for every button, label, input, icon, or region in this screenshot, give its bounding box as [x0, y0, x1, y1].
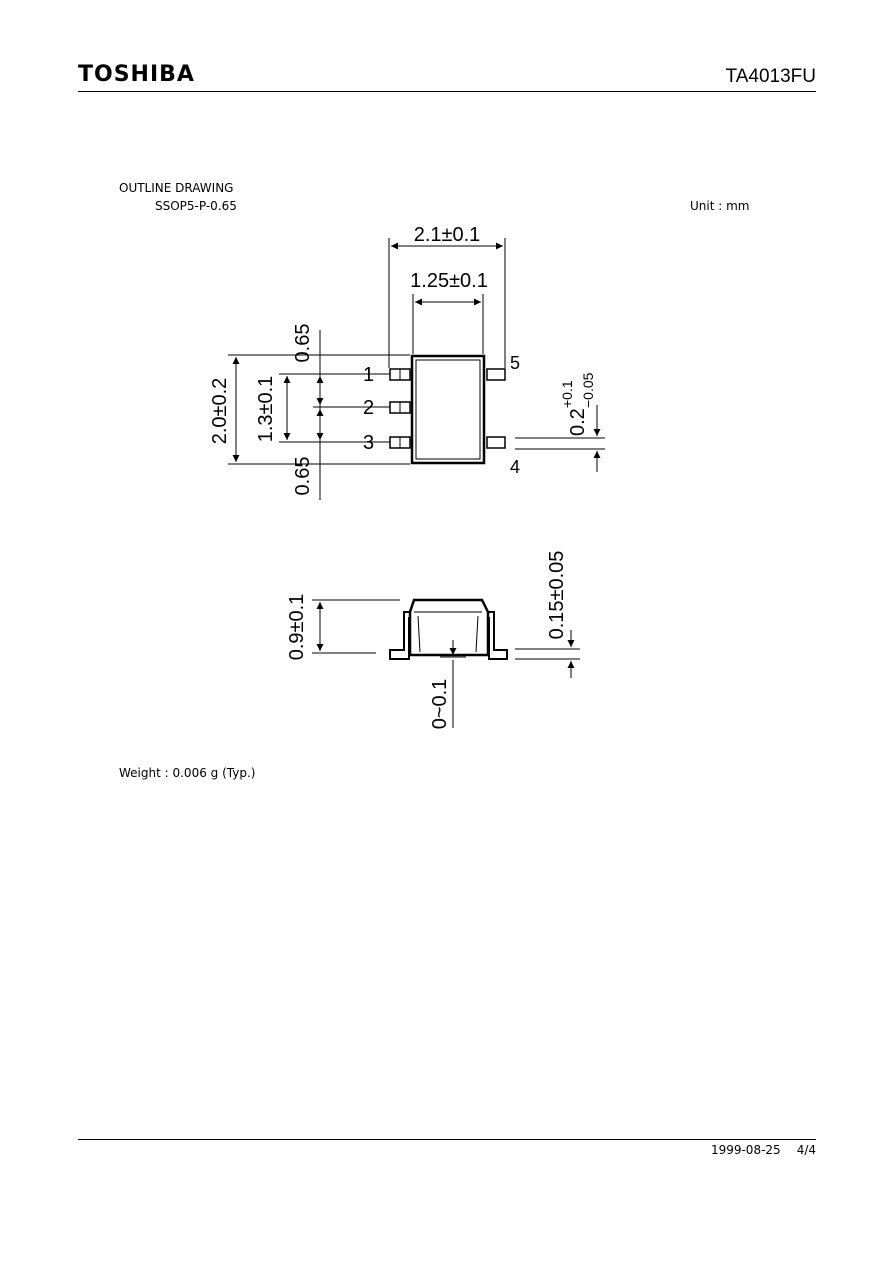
- top-view-labels: 2.1±0.1 1.25±0.1 2.0±0.2 1.3±0.1 0.65 0.…: [209, 224, 596, 495]
- pin-3-label: 3: [363, 432, 374, 454]
- section-title: OUTLINE DRAWING: [119, 181, 234, 195]
- pin-4-label: 4: [510, 457, 520, 477]
- part-number: TA4013FU: [725, 66, 816, 87]
- dim-thickness: 0.9±0.1: [286, 594, 308, 661]
- dim-lead-thickness: 0.15±0.05: [546, 551, 568, 640]
- side-view: [312, 598, 580, 728]
- footer-date: 1999-08-25: [710, 1143, 781, 1157]
- dim-pin-span: 1.3±0.1: [255, 376, 277, 443]
- top-view: [228, 238, 605, 500]
- dim-width-total: 2.1±0.1: [414, 224, 481, 246]
- dim-lead-width-tol-plus: +0.1: [559, 380, 575, 408]
- package-name: SSOP5-P-0.65: [155, 199, 237, 213]
- side-view-labels: 0.9±0.1 0.15±0.05 0~0.1: [286, 551, 568, 730]
- dim-body-width: 1.25±0.1: [410, 270, 488, 292]
- footer-rule: [78, 1139, 816, 1140]
- dim-lead-width-tol-minus: −0.05: [580, 372, 596, 408]
- dim-pitch-top: 0.65: [292, 324, 314, 363]
- dim-height-total: 2.0±0.2: [209, 378, 231, 445]
- package-body: [410, 354, 486, 465]
- page-number: 4/4: [796, 1143, 816, 1157]
- dim-lead-width: 0.2: [567, 408, 589, 436]
- dim-standoff: 0~0.1: [429, 679, 451, 730]
- brand-logo: TOSHIBA: [78, 62, 195, 87]
- pin-1-label: 1: [363, 364, 374, 386]
- weight-note: Weight : 0.006 g (Typ.): [119, 766, 256, 780]
- header-rule: [78, 91, 816, 92]
- unit-label: Unit : mm: [690, 199, 750, 213]
- lead-5: [486, 368, 506, 381]
- lead-4: [486, 436, 506, 449]
- footer: 1999-08-25 4/4: [711, 1143, 816, 1157]
- dim-pitch-bottom: 0.65: [292, 457, 314, 496]
- pin-2-label: 2: [363, 397, 374, 419]
- pin-5-label: 5: [510, 353, 520, 373]
